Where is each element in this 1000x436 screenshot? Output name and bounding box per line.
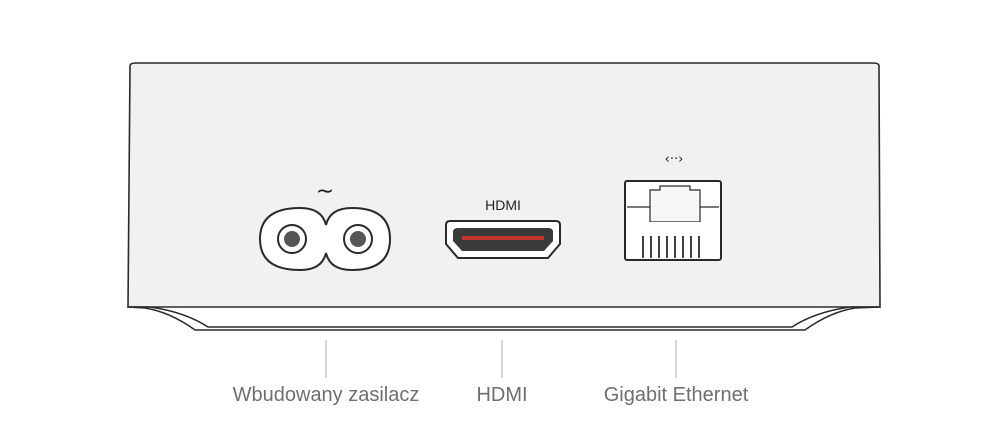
ethernet-port-contact-pins bbox=[642, 236, 700, 258]
hdmi-port-symbol-label: HDMI bbox=[485, 197, 521, 213]
ethernet-port: ‹··› bbox=[624, 152, 722, 261]
caption-power-supply: Wbudowany zasilacz bbox=[232, 384, 420, 406]
device-body-front-face bbox=[127, 62, 881, 308]
ethernet-port-latch bbox=[649, 185, 701, 223]
ethernet-port-jack-opening bbox=[627, 222, 719, 258]
network-arrows-icon: ‹··› bbox=[665, 152, 684, 167]
leader-lines bbox=[325, 340, 677, 378]
power-socket-outline bbox=[258, 206, 392, 272]
device-base-foot bbox=[127, 306, 881, 331]
hdmi-port: HDMI bbox=[445, 197, 561, 259]
power-port: ∼ bbox=[258, 179, 392, 272]
ac-wave-icon: ∼ bbox=[316, 179, 334, 204]
caption-gigabit-ethernet: Gigabit Ethernet bbox=[603, 384, 749, 406]
hdmi-port-contact-strip bbox=[462, 236, 544, 240]
power-pin-left-inner bbox=[284, 231, 300, 247]
power-pin-right-inner bbox=[350, 231, 366, 247]
caption-hdmi: HDMI bbox=[476, 384, 528, 406]
